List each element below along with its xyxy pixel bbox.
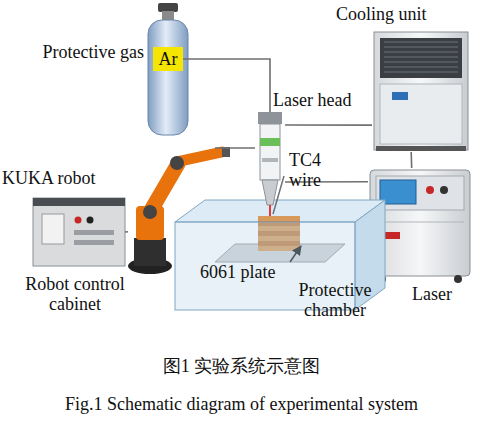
laser-wheel <box>454 275 462 283</box>
connecting-line <box>125 231 128 233</box>
gas-name: Ar <box>153 49 183 69</box>
cabinet-top <box>33 198 125 206</box>
cabinet-slot <box>74 230 114 235</box>
gas-cylinder-drawing <box>148 3 188 135</box>
robot-lower-arm <box>150 164 178 212</box>
cooler-panel <box>380 84 462 144</box>
equipment-label: Protective gas <box>12 42 144 62</box>
connecting-line <box>285 124 372 126</box>
cabinet-slot <box>74 240 114 245</box>
robot-base <box>134 238 166 266</box>
wire-feed <box>273 176 284 214</box>
laser-head-drawing <box>258 112 284 216</box>
laser-button <box>440 186 448 194</box>
figure-caption: 图1 实验系统示意图 <box>0 356 483 376</box>
cabinet-door <box>42 214 64 244</box>
equipment-label: 6061 plate <box>200 262 275 282</box>
cooler-body <box>374 32 468 150</box>
cylinder-body <box>148 20 188 135</box>
equipment-label: Robot control cabinet <box>5 274 145 314</box>
head-nozzle <box>262 180 278 205</box>
laser-beam <box>269 205 271 216</box>
kuka-robot: KUKA robot <box>128 148 215 275</box>
protective-chamber: Protective chamber6061 plate <box>175 200 385 310</box>
gas-tag: Ar <box>153 47 183 71</box>
figure-caption-english: Fig.1 Schematic diagram of experimental … <box>0 394 483 414</box>
wire-label: TC4 wire <box>289 150 334 190</box>
connecting-line <box>410 152 412 168</box>
control-cabinet-drawing <box>33 198 125 266</box>
gas-cylinder: Protective gasAr <box>148 4 188 135</box>
head-connector <box>258 112 282 124</box>
connecting-line <box>183 59 270 112</box>
cooler-badge <box>392 92 408 100</box>
cylinder-valve <box>158 3 178 12</box>
robot-joint <box>170 156 184 170</box>
head-body <box>260 124 280 180</box>
chamber-top <box>175 200 385 222</box>
robot-joint <box>143 205 157 219</box>
grille-slats <box>384 42 458 72</box>
cooling-unit-drawing <box>374 32 468 151</box>
laser-head: Laser head <box>255 112 285 212</box>
laser-button <box>426 186 434 194</box>
cooler-grille <box>380 38 462 78</box>
head-band <box>260 138 280 146</box>
cabinet-body <box>33 198 125 266</box>
equipment-label: Laser <box>412 284 452 304</box>
laser-top-panel <box>376 176 464 210</box>
equipment-label: Cooling unit <box>336 4 427 24</box>
equipment-label: Protective chamber <box>280 280 390 320</box>
robot-turret <box>136 206 164 240</box>
head-ring <box>262 158 278 162</box>
panel-seam <box>376 222 464 223</box>
cooler-base <box>376 146 466 151</box>
equipment-label: KUKA robot <box>2 168 96 188</box>
robot-control-cabinet: Robot control cabinet <box>33 198 125 266</box>
cabinet-button <box>75 217 82 224</box>
deposit-layer <box>258 216 300 221</box>
base-plate: 6061 plate <box>215 240 345 275</box>
equipment-label: Laser head <box>273 90 351 110</box>
cooling-unit: Cooling unit <box>372 30 470 152</box>
connecting-line <box>215 147 255 149</box>
laser-source: Laser <box>368 168 472 283</box>
cabinet-button <box>87 217 94 224</box>
